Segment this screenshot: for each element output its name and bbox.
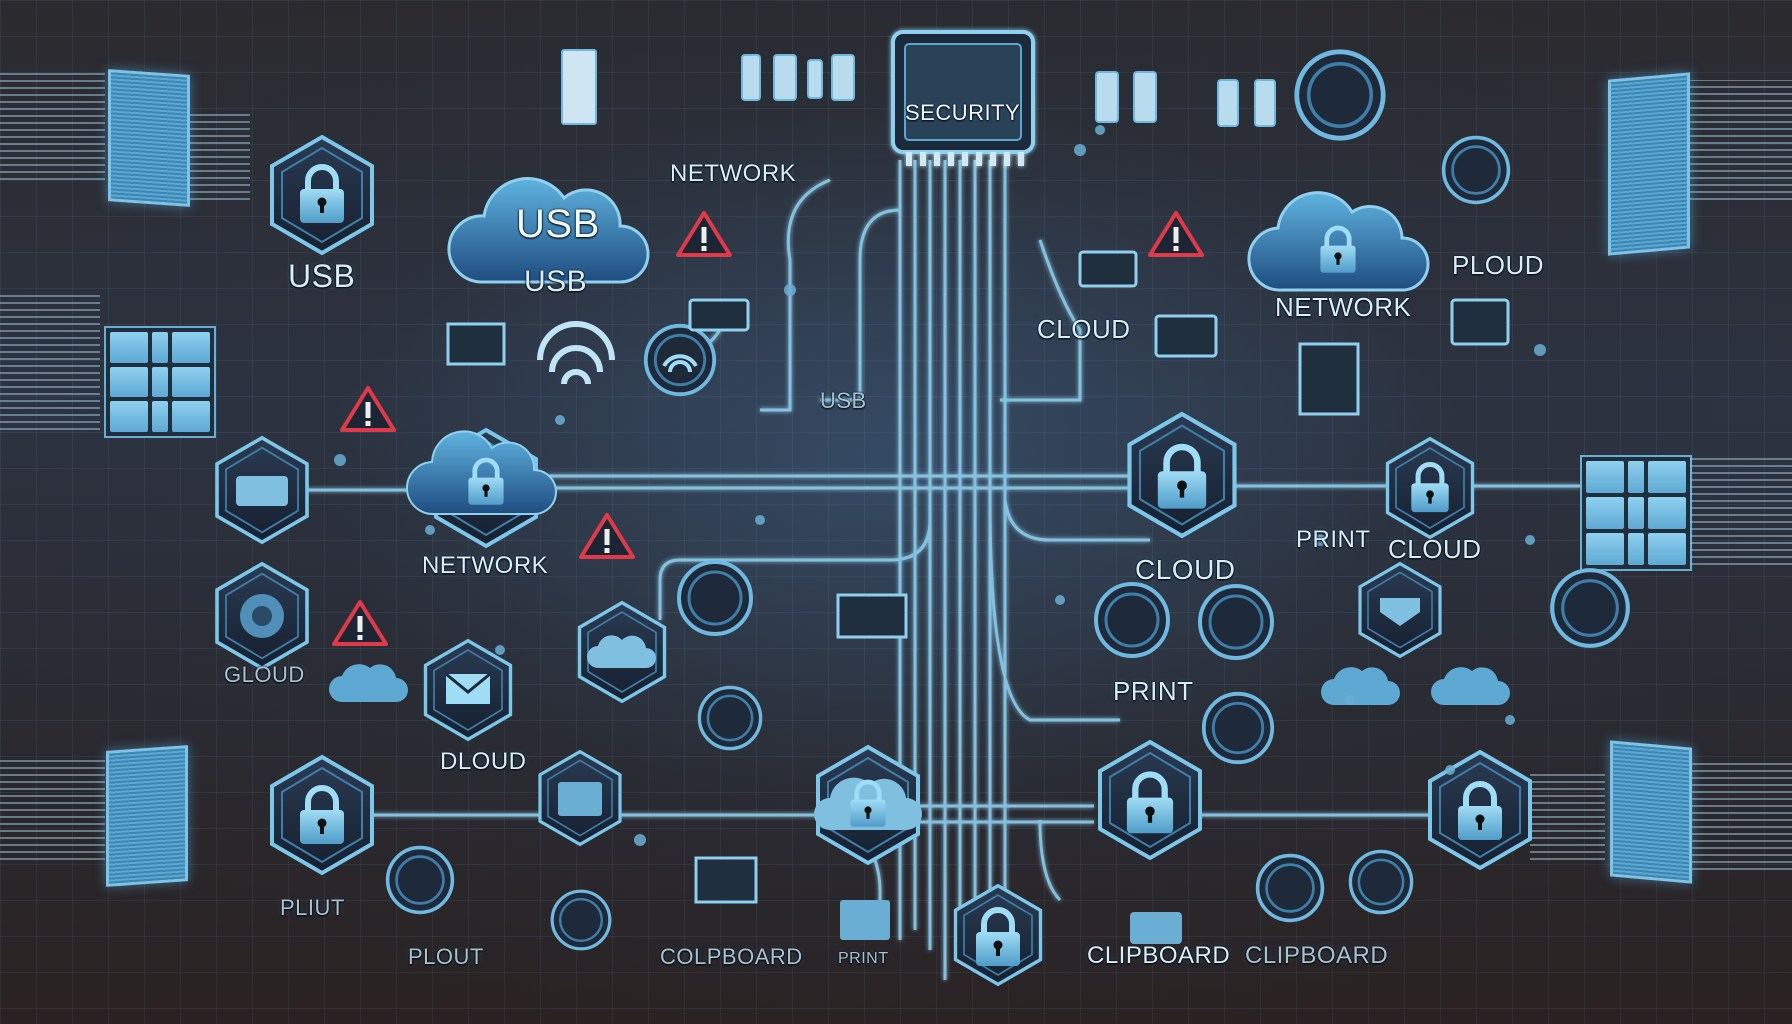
data-lines-right-mid: [1690, 455, 1792, 565]
hex-monitor-left: [215, 435, 309, 545]
label-plout: PLOUT: [408, 944, 484, 969]
label-ploud: PLOUD: [1452, 250, 1545, 280]
hex-gloud: [215, 561, 309, 671]
label-usb-cloud: USB: [516, 202, 600, 246]
hex-cloud-print: [577, 601, 667, 703]
warning-triangle-icon: [676, 211, 732, 257]
label-colpboard: COLPBOARD: [660, 944, 803, 969]
label-network-mid: NETWORK: [422, 552, 549, 579]
cloud-lock-network-node: [1247, 191, 1430, 292]
warning-triangle-icon: [1148, 211, 1204, 257]
label-usb-cloud-caption: USB: [524, 265, 588, 298]
label-print-mid: PRINT: [1296, 526, 1371, 553]
label-print-lower: PRINT: [1113, 676, 1194, 706]
label-cloud-mid-right: CLOUD: [1135, 554, 1236, 585]
hex-cloud-lock-network: [406, 428, 557, 548]
warning-triangle-icon: [332, 600, 388, 646]
keypad-left: [104, 326, 216, 438]
hex-lock-center-bottom: [814, 745, 922, 865]
hex-lock-bottom-right: [1428, 750, 1532, 870]
cloud-usb-node: [447, 177, 650, 284]
hex-lock-usb: [270, 135, 374, 255]
label-print-bottom: PRINT: [838, 950, 889, 967]
label-usb-small: USB: [820, 388, 867, 413]
label-cloud-right-top: CLOUD: [1037, 314, 1131, 344]
label-clipboard-1: CLIPBOARD: [1087, 942, 1231, 969]
warning-triangle-icon: [579, 513, 635, 559]
data-lines-right-bottom: [1690, 760, 1792, 870]
small-clouds: [329, 664, 1510, 705]
data-lines-left-bottom: [0, 760, 105, 860]
keypad-right: [1580, 455, 1692, 571]
data-lines-bottom-right-2: [1530, 770, 1605, 860]
security-chip-label: SECURITY: [905, 100, 1021, 125]
security-chip: [891, 30, 1035, 166]
label-usb-left: USB: [288, 258, 356, 294]
data-lines-left-top: [0, 70, 105, 180]
data-lines-left-top-2: [190, 110, 250, 200]
hex-shield-right: [1358, 561, 1442, 659]
hex-mail: [423, 639, 513, 741]
label-clipboard-2: CLIPBOARD: [1245, 942, 1389, 969]
warning-triangle-icon: [340, 386, 396, 432]
label-pliut: PLIUT: [280, 895, 345, 920]
hex-lock-bottom-left: [270, 755, 374, 875]
hex-lock-cloud-right: [1385, 437, 1475, 539]
hex-device-bottom: [538, 749, 622, 847]
hex-lock-bottom-mid: [1098, 740, 1202, 860]
hex-lock-bottom-center: [953, 884, 1043, 986]
label-cloud-far-right: CLOUD: [1388, 534, 1482, 564]
hex-lock-cloud: [1130, 414, 1235, 536]
label-gloud: GLOUD: [224, 662, 305, 687]
label-dloud: DLOUD: [440, 748, 527, 775]
label-network-right: NETWORK: [1275, 292, 1412, 322]
data-lines-right-top: [1690, 80, 1792, 200]
label-network-top: NETWORK: [670, 160, 797, 187]
data-lines-left-mid: [0, 290, 100, 430]
